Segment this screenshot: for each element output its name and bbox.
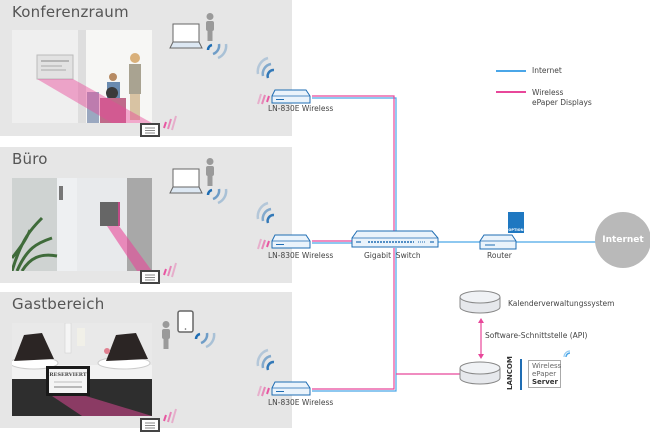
epaper-display-icon (140, 270, 160, 284)
option-badge-label: OPTION (508, 228, 524, 232)
wifi-waves-icon (206, 43, 228, 60)
server-line3: Server (532, 378, 559, 386)
api-arrow (478, 318, 484, 359)
wifi-waves-icon (163, 262, 177, 278)
legend-item-internet: Internet (532, 66, 562, 75)
ap-label: LN-830E Wireless (268, 104, 334, 113)
zone-photo-gastbereich: RESERVIERT (12, 323, 152, 416)
server-database-icon (459, 361, 501, 385)
calendar-system-label: Kalenderverwaltungssystem (508, 299, 615, 308)
epaper-display-icon (140, 123, 160, 137)
zone-photo-konferenzraum (12, 30, 152, 123)
person-icon (162, 321, 170, 349)
zone-photo-buero (12, 178, 152, 271)
connection-ap2-switch (312, 240, 352, 244)
lancom-logo: LANCOM (506, 356, 514, 390)
switch-label: Gigabit Switch (364, 251, 421, 260)
server-line1: Wireless (532, 362, 562, 370)
zone-panel-buero: Büro (0, 147, 292, 283)
router-icon (479, 234, 517, 250)
wifi-waves-icon (194, 332, 216, 349)
connection-ap1-switch (312, 95, 397, 236)
internet-label: Internet (602, 235, 644, 245)
lancom-logo-bar (520, 359, 522, 390)
server-line2: ePaper (532, 370, 557, 378)
api-label: Software-Schnittstelle (API) (485, 331, 588, 340)
wifi-waves-icon (163, 408, 177, 424)
wireless-epaper-server-logo: Wireless ePaper Server (528, 360, 561, 388)
svg-text:RESERVIERT: RESERVIERT (49, 372, 86, 378)
router-label: Router (487, 251, 512, 260)
laptop-icon (169, 168, 203, 194)
legend-item-epaper: Wireless ePaper Displays (532, 88, 592, 107)
epaper-display-icon (140, 418, 160, 432)
zone-title: Konferenzraum (12, 3, 129, 21)
access-point-icon (271, 234, 311, 249)
photo-illustration (12, 178, 152, 271)
zone-title: Gastbereich (12, 295, 105, 313)
zone-panel-gastbereich: Gastbereich RESERVIERT (0, 292, 292, 428)
ap-label: LN-830E Wireless (268, 398, 334, 407)
switch-icon (351, 230, 439, 248)
person-icon (206, 158, 214, 186)
zone-title: Büro (12, 150, 48, 168)
wifi-waves-icon (256, 56, 275, 397)
photo-illustration (12, 30, 152, 123)
zone-panel-konferenzraum: Konferenzraum (0, 0, 292, 136)
calendar-database-icon (459, 290, 501, 314)
option-badge: OPTION (508, 212, 524, 233)
person-icon (206, 13, 214, 41)
laptop-icon (169, 23, 203, 49)
access-point-icon (271, 89, 311, 104)
access-point-icon (271, 381, 311, 396)
connection-ap3-switch (312, 248, 397, 392)
wifi-waves-icon (206, 188, 228, 205)
tablet-icon (177, 310, 194, 333)
internet-cloud: Internet (595, 212, 650, 268)
wifi-waves-icon (163, 115, 177, 131)
wifi-waves-icon (563, 350, 571, 358)
photo-illustration: RESERVIERT (12, 323, 152, 416)
ap-label: LN-830E Wireless (268, 251, 334, 260)
